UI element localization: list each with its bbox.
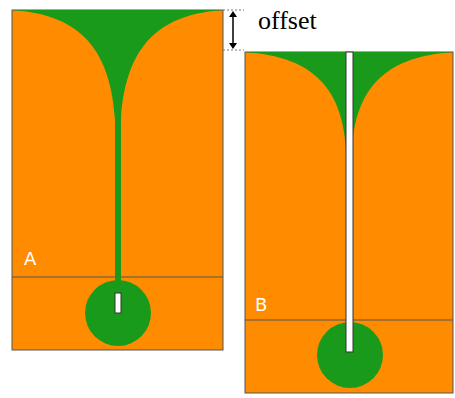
panel-letter: A	[24, 250, 36, 268]
arrow-head	[229, 11, 237, 17]
panel-a-ground	[12, 10, 223, 350]
panel-b-ground	[245, 52, 453, 393]
panel-letter: B	[255, 296, 267, 314]
offset-guide	[223, 50, 244, 51]
green-funnel	[12, 10, 223, 290]
dimension-label: offset	[256, 8, 319, 34]
offset-arrow	[232, 14, 234, 46]
arrow-head	[229, 43, 237, 49]
offset-guide	[223, 10, 244, 11]
electrode-rod	[346, 52, 353, 352]
electrode-tip	[115, 293, 121, 313]
